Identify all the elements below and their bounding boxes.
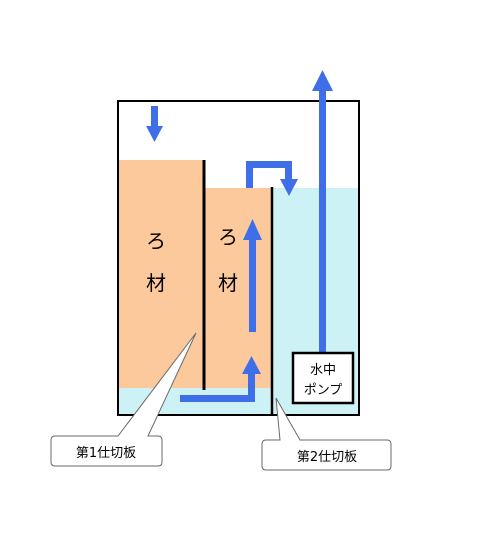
arrow-bend-right-down-icon <box>246 161 298 196</box>
tank-outline <box>117 100 360 416</box>
media-left-char-1: ろ <box>146 229 166 253</box>
arrow-down-icon <box>146 106 163 142</box>
media-left-char-2: 材 <box>146 271 166 295</box>
pump-label-line1: 水中 <box>310 363 336 378</box>
media-right-char-1: ろ <box>218 225 238 249</box>
pump-outflow-arrow-up-icon <box>312 70 333 354</box>
pump-label-line2: ポンプ <box>304 383 343 398</box>
filter-media-left <box>118 160 204 388</box>
callout-partition-2 <box>261 397 392 471</box>
media-right-char-2: 材 <box>218 271 238 295</box>
callout-partition-2-text: 第2仕切板 <box>297 450 357 465</box>
arrow-up-icon <box>243 219 262 332</box>
callout-partition-1 <box>50 332 197 467</box>
arrow-right-up-icon <box>180 356 261 402</box>
submersible-pump <box>291 351 355 405</box>
callout-partition-1-text: 第1仕切板 <box>76 446 136 461</box>
filter-media-right <box>205 188 272 388</box>
